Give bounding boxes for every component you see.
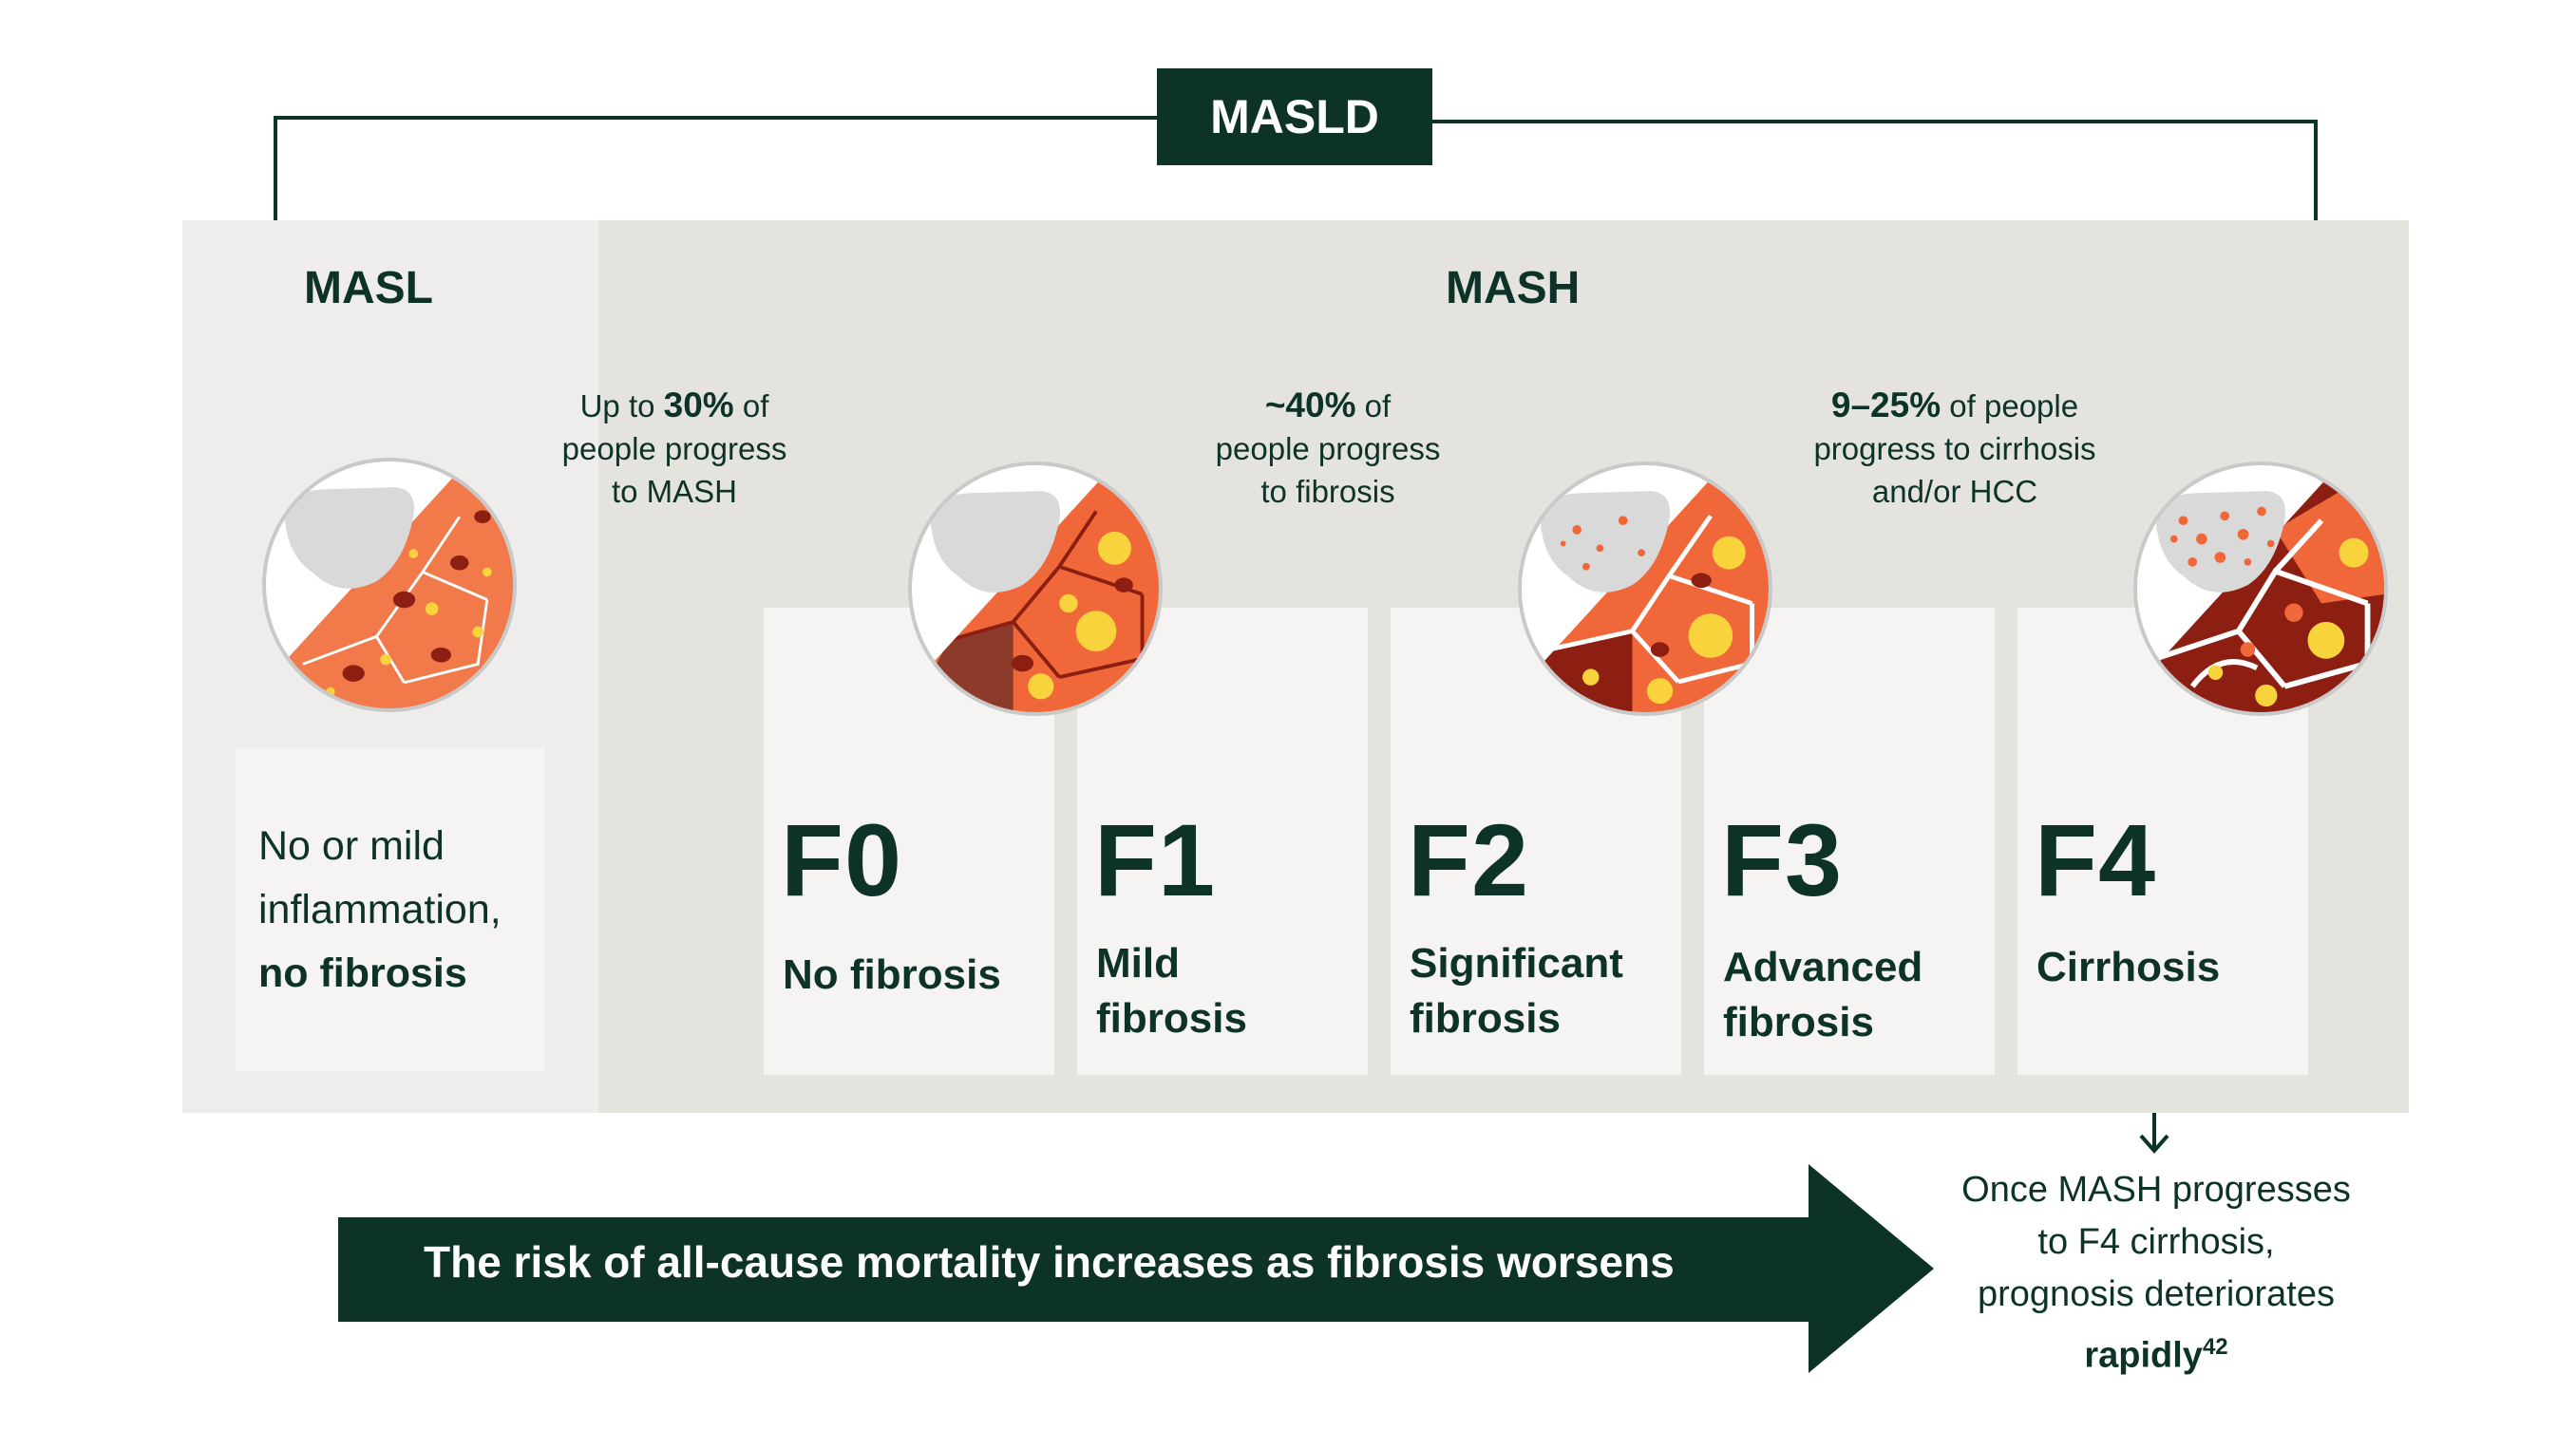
stage-code-f1: F1: [1094, 802, 1217, 917]
stage-name-f2-line1: Significant: [1410, 940, 1623, 987]
stage-name-f2-line2: fibrosis: [1410, 995, 1561, 1042]
progression-note-2: ~40% of people progress to fibrosis: [1157, 384, 1499, 513]
mortality-text: The risk of all-cause mortality increase…: [424, 1237, 1675, 1287]
stage-code-f2: F2: [1408, 802, 1530, 917]
prog1-line3: to MASH: [611, 474, 738, 509]
stage-name-f1-line1: Mild: [1096, 940, 1180, 987]
stage-name-f0-line1: No fibrosis: [783, 951, 1001, 998]
prognosis-note: Once MASH progresses to F4 cirrhosis, pr…: [1928, 1164, 2384, 1383]
masl-desc-line2: inflammation,: [258, 887, 502, 932]
stage-name-f4: Cirrhosis: [2036, 940, 2312, 995]
prognosis-line2: to F4 cirrhosis,: [2037, 1222, 2275, 1262]
liver-f0-icon: [908, 461, 1163, 716]
prognosis-ref: 42: [2202, 1334, 2228, 1360]
masl-desc-line1: No or mild: [258, 823, 445, 869]
masl-description: No or mild inflammation, no fibrosis: [258, 815, 543, 1006]
progression-note-1: Up to 30% of people progress to MASH: [503, 384, 845, 513]
prog1-suffix: of: [733, 388, 769, 423]
prog1-highlight: 30%: [663, 386, 734, 424]
prognosis-bold: rapidly: [2084, 1335, 2203, 1376]
stage-name-f0: No fibrosis: [783, 948, 1058, 1003]
liver-cirrhosis-icon: [2133, 461, 2388, 716]
masld-badge: MASLD: [1157, 68, 1432, 165]
liver-f2-icon: [1518, 461, 1772, 716]
prog2-suffix: of: [1355, 388, 1392, 423]
prog3-highlight: 9–25%: [1830, 386, 1941, 424]
stage-code-f4: F4: [2035, 802, 2157, 917]
stage-name-f3-line2: fibrosis: [1723, 999, 1874, 1045]
stage-code-f0: F0: [781, 802, 903, 917]
stage-box-f3: [1704, 608, 1995, 1075]
prog2-line3: to fibrosis: [1260, 474, 1395, 509]
prog1-line2: people progress: [561, 431, 787, 466]
stage-name-f2: Significant fibrosis: [1410, 936, 1685, 1046]
stage-name-f3: Advanced fibrosis: [1723, 940, 1998, 1050]
prog2-line2: people progress: [1215, 431, 1441, 466]
prog3-line3: and/or HCC: [1871, 474, 2038, 509]
stage-name-f4-line1: Cirrhosis: [2036, 944, 2221, 990]
stage-name-f3-line1: Advanced: [1723, 944, 1923, 990]
mash-label: MASH: [1446, 263, 1581, 313]
stage-name-f1: Mild fibrosis: [1096, 936, 1372, 1046]
prognosis-line3: prognosis deteriorates: [1978, 1274, 2335, 1314]
liver-healthy-icon: [262, 458, 517, 712]
masl-description-box: [236, 748, 545, 1071]
progression-note-3: 9–25% of people progress to cirrhosis an…: [1784, 384, 2126, 513]
prog1-prefix: Up to: [579, 388, 664, 423]
prognosis-line1: Once MASH progresses: [1961, 1170, 2351, 1210]
prog2-highlight: ~40%: [1264, 386, 1356, 424]
masl-desc-bold: no fibrosis: [258, 950, 467, 996]
stage-code-f3: F3: [1721, 802, 1844, 917]
mortality-arrow: [338, 1164, 1934, 1373]
stage-name-f1-line2: fibrosis: [1096, 995, 1247, 1042]
masl-label: MASL: [304, 263, 433, 313]
stage-box-f1: [1077, 608, 1368, 1075]
prog3-suffix: of people: [1941, 388, 2079, 423]
prog3-line2: progress to cirrhosis: [1813, 431, 2096, 466]
